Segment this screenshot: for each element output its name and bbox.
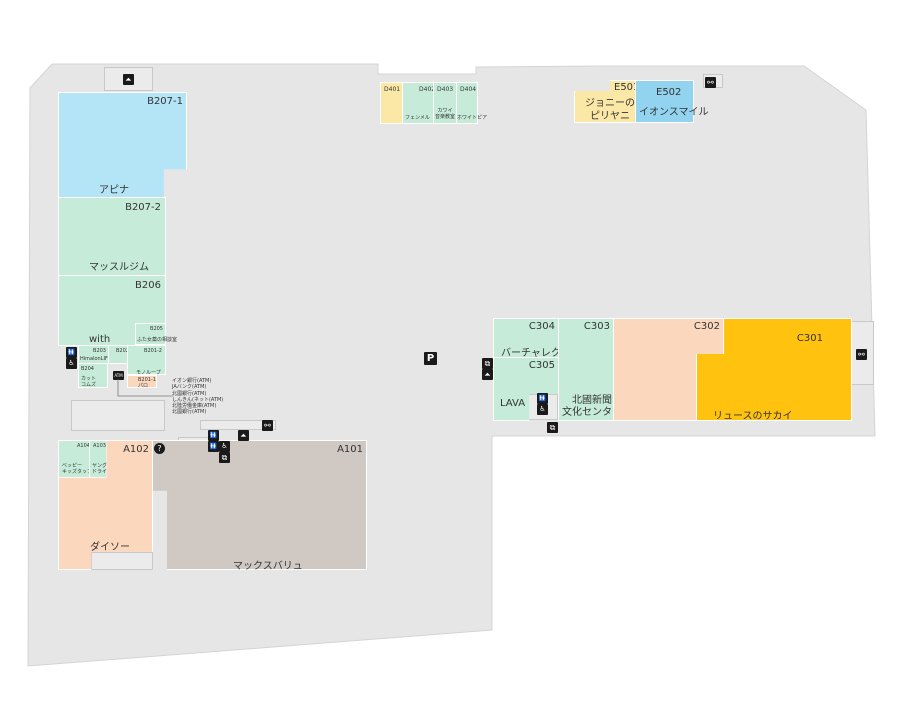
shop-code: C304	[528, 321, 555, 332]
shop-d404[interactable]: D404 ホワイトピア	[456, 82, 487, 124]
shop-name: 北國新聞 文化センター	[562, 395, 622, 418]
shop-code: B206	[135, 280, 161, 291]
shop-name: イオンスマイル	[639, 107, 709, 118]
shop-code: A104	[77, 443, 90, 449]
accessible-icon: ♿	[537, 404, 548, 415]
structure-block-south	[91, 552, 153, 570]
shop-a101[interactable]: A101 マックスバリュ	[152, 440, 367, 570]
shop-code: B204	[81, 366, 94, 372]
shop-name: HimalonLIFE	[80, 356, 111, 362]
shop-name: LAVA	[500, 398, 526, 409]
walkway	[200, 420, 276, 430]
shop-code: C303	[583, 321, 610, 332]
shop-name: with	[89, 334, 111, 345]
shop-name: カット コムズ	[81, 376, 97, 388]
shop-code: A102	[123, 444, 149, 455]
shop-code: C305	[528, 360, 555, 371]
shop-b202[interactable]: B202	[108, 345, 129, 364]
shop-code: C301	[796, 333, 823, 344]
shop-a104[interactable]: A104 ベッピー キッズタップ	[58, 440, 93, 478]
shop-name: マックスバリュ	[233, 561, 303, 572]
shop-b204[interactable]: B204 カット コムズ	[78, 363, 108, 388]
shop-name: ヤング ドライ	[92, 463, 108, 475]
shop-code: D403	[437, 86, 454, 93]
shop-b205[interactable]: B205 ふた女薬の相談室	[135, 323, 177, 345]
stairs-icon: ⧉	[482, 358, 493, 369]
shop-code: A101	[337, 444, 363, 455]
bicycle-icon: ⚯	[856, 349, 867, 360]
shop-d401[interactable]: D401	[380, 82, 403, 124]
shop-name: ふた女薬の相談室	[137, 337, 178, 343]
shop-code: B202	[116, 348, 129, 354]
atm-list-item: 北國銀行(ATM)	[172, 409, 207, 416]
shop-b203[interactable]: B203 HimalonLIFE	[78, 345, 111, 364]
accessible-icon: ♿	[219, 441, 230, 452]
restroom-icon: 🚻	[208, 441, 219, 452]
elevator-icon: ⏶	[482, 369, 493, 380]
bicycle-icon: ⚯	[262, 420, 273, 431]
shop-code: B205	[150, 326, 163, 332]
shop-a103[interactable]: A103 ヤング ドライ	[89, 440, 107, 478]
shop-name: ベッピー キッズタップ	[62, 463, 93, 475]
shop-b201-1[interactable]: B201-1 パロ	[127, 375, 157, 389]
atm-list-item: JAバンク(ATM)	[172, 384, 207, 391]
stairs-icon: ⧉	[219, 452, 230, 463]
elevator-icon: ⏶	[238, 430, 249, 441]
shop-b207-1[interactable]: B207-1 アピナ	[58, 92, 187, 198]
shop-c303[interactable]: C303 北國新聞 文化センター	[558, 318, 622, 421]
shop-d402[interactable]: D402 フェンメル	[402, 82, 436, 124]
shop-code: D401	[384, 86, 401, 93]
info-icon[interactable]: ?	[154, 443, 165, 454]
shop-name: リュースのサカイ	[713, 411, 793, 422]
shop-code: A103	[93, 443, 106, 449]
shop-name: バーチャレクス	[501, 348, 571, 359]
shop-name: カワイ 音楽教室	[435, 108, 456, 120]
shop-b201-2[interactable]: B201-2 モノループ	[127, 345, 166, 376]
accessible-icon: ♿	[66, 358, 77, 369]
shop-code: E501	[614, 82, 640, 93]
shop-name: ダイソー	[90, 542, 130, 553]
atm-list: イオン銀行(ATM) JAバンク(ATM) 北國銀行(ATM) しんきん(ネット…	[172, 378, 223, 416]
structure-block	[71, 400, 165, 431]
shop-code: D404	[460, 86, 477, 93]
shop-code: C302	[693, 321, 720, 332]
shop-name: モノループ	[136, 370, 161, 376]
shop-code: B201-1	[138, 377, 156, 383]
atm-icon: ATM	[113, 371, 124, 380]
atm-list-item: 北國銀行(ATM)	[172, 390, 207, 397]
shop-d403[interactable]: D403 カワイ 音楽教室	[433, 82, 457, 124]
shop-name: アピナ	[99, 185, 129, 196]
shop-code: B207-1	[147, 96, 183, 107]
shop-name: ホワイトピア	[457, 115, 488, 121]
atm-list-item: 北陸労働金庫(ATM)	[172, 403, 217, 410]
shop-name: マッスルジム	[89, 262, 149, 273]
elevator-icon: ⏶	[123, 74, 134, 85]
shop-name: パロ	[138, 383, 149, 389]
restroom-icon: 🚻	[66, 347, 77, 358]
shop-code: E502	[656, 87, 682, 98]
restroom-icon: 🚻	[537, 393, 548, 404]
parking-icon: P	[424, 352, 437, 365]
bicycle-icon: ⚯	[705, 77, 716, 88]
shop-code: B201-2	[144, 348, 162, 354]
restroom-icon: 🚻	[208, 430, 219, 441]
shop-c304[interactable]: C304 バーチャレクス	[493, 318, 571, 359]
shop-e502[interactable]: E502 イオンスマイル	[635, 80, 709, 123]
atm-list-item: しんきん(ネット(ATM)	[172, 396, 224, 403]
atm-list-item: イオン銀行(ATM)	[172, 378, 212, 384]
shop-code: B203	[93, 348, 106, 354]
shop-code: B207-2	[125, 202, 161, 213]
shop-b207-2[interactable]: B207-2 マッスルジム	[58, 197, 166, 276]
shop-name: フェンメル	[405, 115, 430, 121]
shop-name: ジョニーの ピリヤニ	[585, 98, 635, 122]
shop-code: D402	[419, 86, 436, 93]
stairs-icon: ⧉	[547, 422, 558, 433]
atm-leader-line	[117, 379, 173, 397]
